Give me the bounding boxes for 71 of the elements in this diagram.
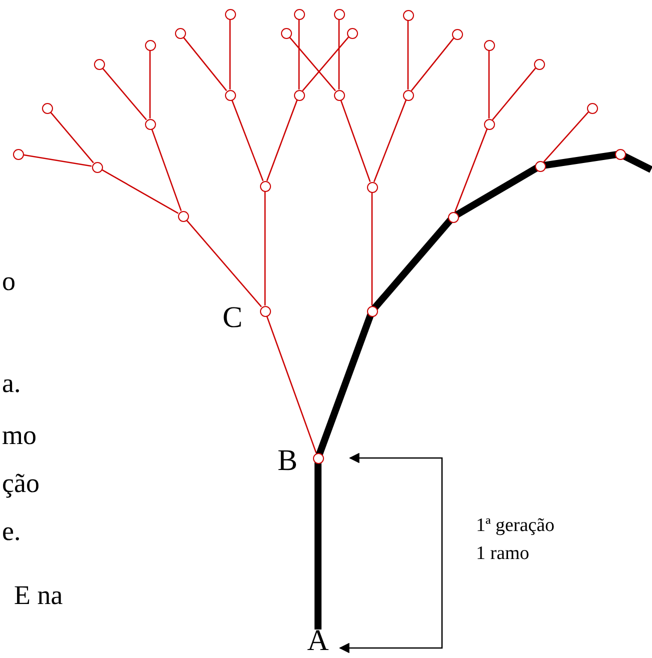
branch-line xyxy=(151,128,182,212)
text-fragment: a. xyxy=(2,368,21,398)
branch-line xyxy=(340,100,371,182)
text-fragment: ção xyxy=(2,468,40,498)
branch-line xyxy=(50,112,94,164)
text-fragment: mo xyxy=(2,420,37,450)
thick-branch-line xyxy=(542,151,618,169)
branch-node-circle xyxy=(448,212,458,222)
thick-branch-line xyxy=(454,165,539,218)
branch-line xyxy=(266,100,298,182)
branch-node-circle xyxy=(484,40,494,50)
branch-line xyxy=(149,50,151,118)
branch-line xyxy=(338,20,340,90)
thick-branch-line xyxy=(316,312,374,456)
branch-line xyxy=(492,68,536,120)
branch-line xyxy=(266,316,317,454)
branch-node-circle xyxy=(334,90,344,100)
branch-node-circle xyxy=(294,90,304,100)
annotation-text: 1ª geração 1 ramo xyxy=(476,514,556,566)
thick-branch-line xyxy=(372,218,453,310)
branch-node-circle xyxy=(42,102,52,114)
branch-line xyxy=(373,100,407,182)
branch-node-circle xyxy=(224,90,236,100)
branch-line xyxy=(102,68,147,120)
branch-node-circle xyxy=(614,148,626,160)
branch-line xyxy=(298,20,300,90)
point-letter: C xyxy=(222,302,243,332)
branch-node-circle xyxy=(402,10,414,20)
branch-node-circle xyxy=(12,148,24,160)
branch-line xyxy=(231,100,264,182)
branch-node-circle xyxy=(366,182,378,192)
branch-line xyxy=(23,154,92,167)
text-fragment: E na xyxy=(14,580,63,610)
branch-node-circle xyxy=(178,210,188,222)
branch-node-circle xyxy=(586,102,598,114)
branch-node-circle xyxy=(144,40,156,50)
branch-node-circle xyxy=(366,306,378,316)
thick-branch-line xyxy=(314,460,322,630)
branch-line xyxy=(264,192,266,306)
branch-node-circle xyxy=(534,58,544,70)
thick-branch-line xyxy=(621,152,652,172)
branch-node-circle xyxy=(94,58,104,70)
branch-line xyxy=(543,112,589,162)
branch-line xyxy=(454,128,488,212)
branch-node-circle xyxy=(452,28,462,40)
branch-line xyxy=(182,36,228,92)
branch-node-circle xyxy=(294,8,304,20)
branch-node-circle xyxy=(174,28,186,38)
branch-node-circle xyxy=(260,180,270,192)
branch-node-circle xyxy=(484,118,494,130)
branch-line xyxy=(289,36,336,92)
branch-node-circle xyxy=(92,162,102,172)
branch-node-circle xyxy=(402,90,414,100)
branch-node-circle xyxy=(280,28,292,38)
branch-line xyxy=(302,36,349,92)
branch-node-circle xyxy=(144,118,156,130)
point-letter: B xyxy=(278,446,298,476)
branch-line xyxy=(101,169,179,214)
branch-node-circle xyxy=(534,160,546,172)
branch-line xyxy=(229,20,231,90)
point-letter: A xyxy=(306,626,330,656)
branch-node-circle xyxy=(346,28,358,38)
branch-line xyxy=(371,192,373,306)
branch-node-circle xyxy=(224,8,236,20)
text-fragment: o xyxy=(2,266,16,296)
branch-line xyxy=(488,50,490,118)
branch-line xyxy=(186,220,262,308)
text-fragment: e. xyxy=(2,516,21,546)
branch-node-circle xyxy=(334,8,344,20)
branch-line xyxy=(407,20,409,90)
branch-line xyxy=(410,38,454,92)
